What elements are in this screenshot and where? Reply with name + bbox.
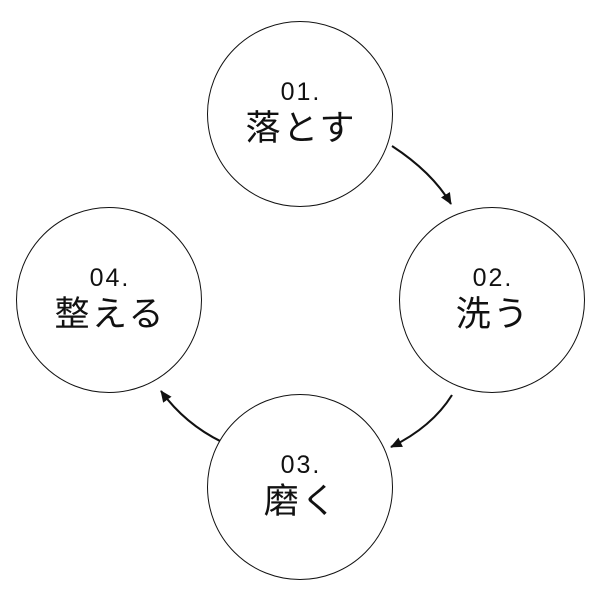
node-02-number: 02. — [472, 263, 514, 292]
node-04-number: 04. — [89, 263, 131, 292]
arrow-node3-to-node4 — [160, 390, 223, 443]
arrow-node2-to-node3 — [390, 394, 453, 448]
node-03-label: 磨く — [263, 481, 339, 521]
node-02-label: 洗う — [455, 294, 531, 334]
node-01-label: 落とす — [245, 108, 357, 148]
node-03-number: 03. — [280, 450, 322, 479]
cycle-node-03[interactable]: 03. 磨く — [207, 394, 393, 580]
node-01-number: 01. — [280, 77, 322, 106]
cycle-node-02[interactable]: 02. 洗う — [399, 207, 585, 393]
cycle-node-01[interactable]: 01. 落とす — [207, 21, 393, 207]
cycle-node-04[interactable]: 04. 整える — [16, 207, 202, 393]
node-04-label: 整える — [54, 294, 166, 334]
arrow-node1-to-node2 — [391, 145, 452, 205]
